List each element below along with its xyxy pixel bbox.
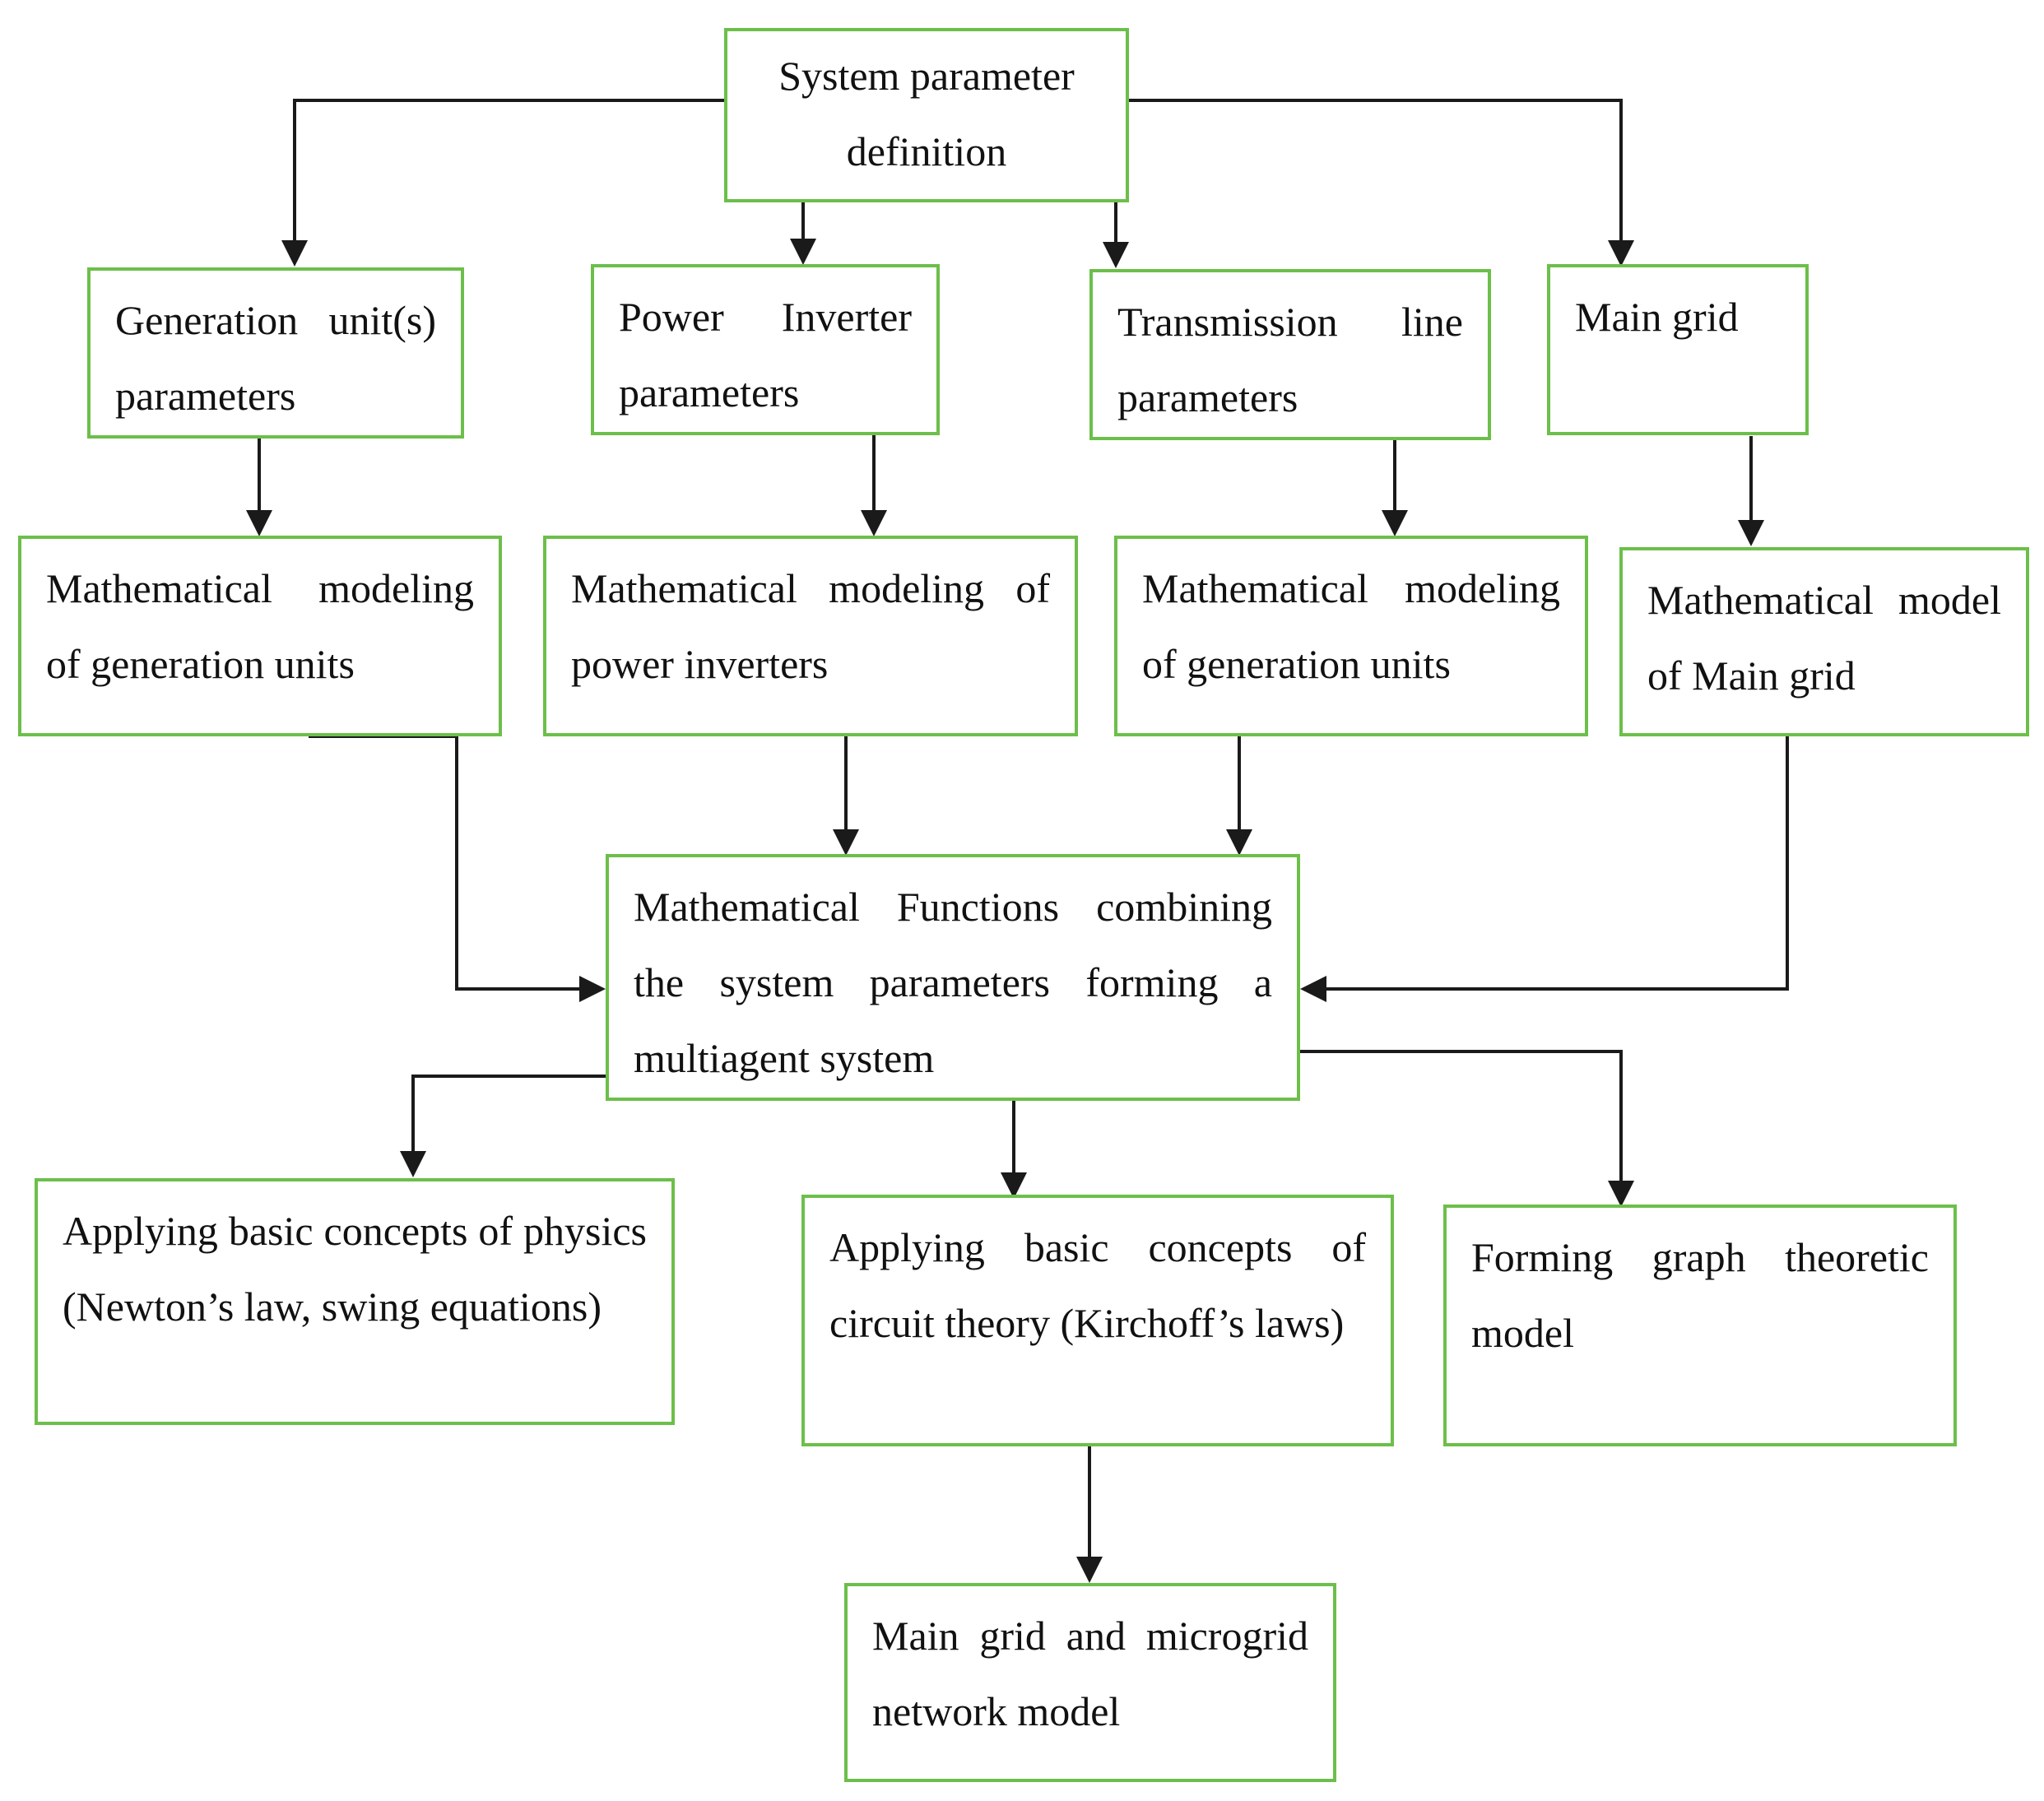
- node-graph-theoretic-model: Forming graph theoretic model: [1443, 1205, 1957, 1446]
- node-label: Mathematical modeling of power inverters: [571, 565, 1050, 687]
- node-label: Mathematical Functions combining the sys…: [634, 884, 1272, 1081]
- node-label: Forming graph theoretic model: [1471, 1234, 1929, 1356]
- arrow-system-to-gen-params: [281, 99, 724, 267]
- node-system-parameter-definition: System parameter definition: [724, 28, 1129, 202]
- node-math-modeling-power-inverters: Mathematical modeling of power inverters: [543, 536, 1078, 736]
- node-network-model: Main grid and microgrid network model: [844, 1583, 1336, 1782]
- node-label: Mathematical modeling of generation unit…: [46, 565, 474, 687]
- node-math-functions-multiagent: Mathematical Functions combining the sys…: [606, 854, 1300, 1101]
- node-label: Applying basic concepts of physics (Newt…: [63, 1208, 647, 1330]
- node-math-model-main-grid: Mathematical model of Main grid: [1619, 547, 2029, 736]
- node-label: Transmission line parameters: [1117, 299, 1463, 420]
- node-label: Mathematical modeling of generation unit…: [1142, 565, 1560, 687]
- node-label: Power Inverter parameters: [619, 294, 912, 415]
- arrow-math-main-to-math-func: [1300, 736, 1789, 1002]
- node-label: Generation unit(s) parameters: [115, 297, 436, 419]
- arrow-math-func-to-graph: [1300, 1050, 1634, 1207]
- arrow-math-gen-to-math-func: [309, 735, 606, 1002]
- node-label: Applying basic concepts of circuit theor…: [829, 1224, 1366, 1346]
- node-label: Mathematical model of Main grid: [1647, 577, 2001, 699]
- arrow-math-func-to-physics: [400, 1075, 606, 1177]
- node-label: Main grid and microgrid network model: [872, 1613, 1308, 1734]
- node-math-modeling-transmission: Mathematical modeling of generation unit…: [1114, 536, 1588, 736]
- node-circuit-theory-concepts: Applying basic concepts of circuit theor…: [801, 1195, 1394, 1446]
- node-label: System parameter definition: [778, 53, 1075, 174]
- arrow-system-to-main-grid: [1129, 99, 1634, 267]
- node-transmission-line-parameters: Transmission line parameters: [1089, 269, 1491, 440]
- node-label: Main grid: [1575, 294, 1739, 340]
- node-main-grid: Main grid: [1547, 264, 1809, 435]
- node-power-inverter-parameters: Power Inverter parameters: [591, 264, 940, 435]
- node-math-modeling-generation-units: Mathematical modeling of generation unit…: [18, 536, 502, 736]
- node-physics-concepts: Applying basic concepts of physics (Newt…: [35, 1178, 675, 1425]
- node-generation-unit-parameters: Generation unit(s) parameters: [87, 267, 464, 439]
